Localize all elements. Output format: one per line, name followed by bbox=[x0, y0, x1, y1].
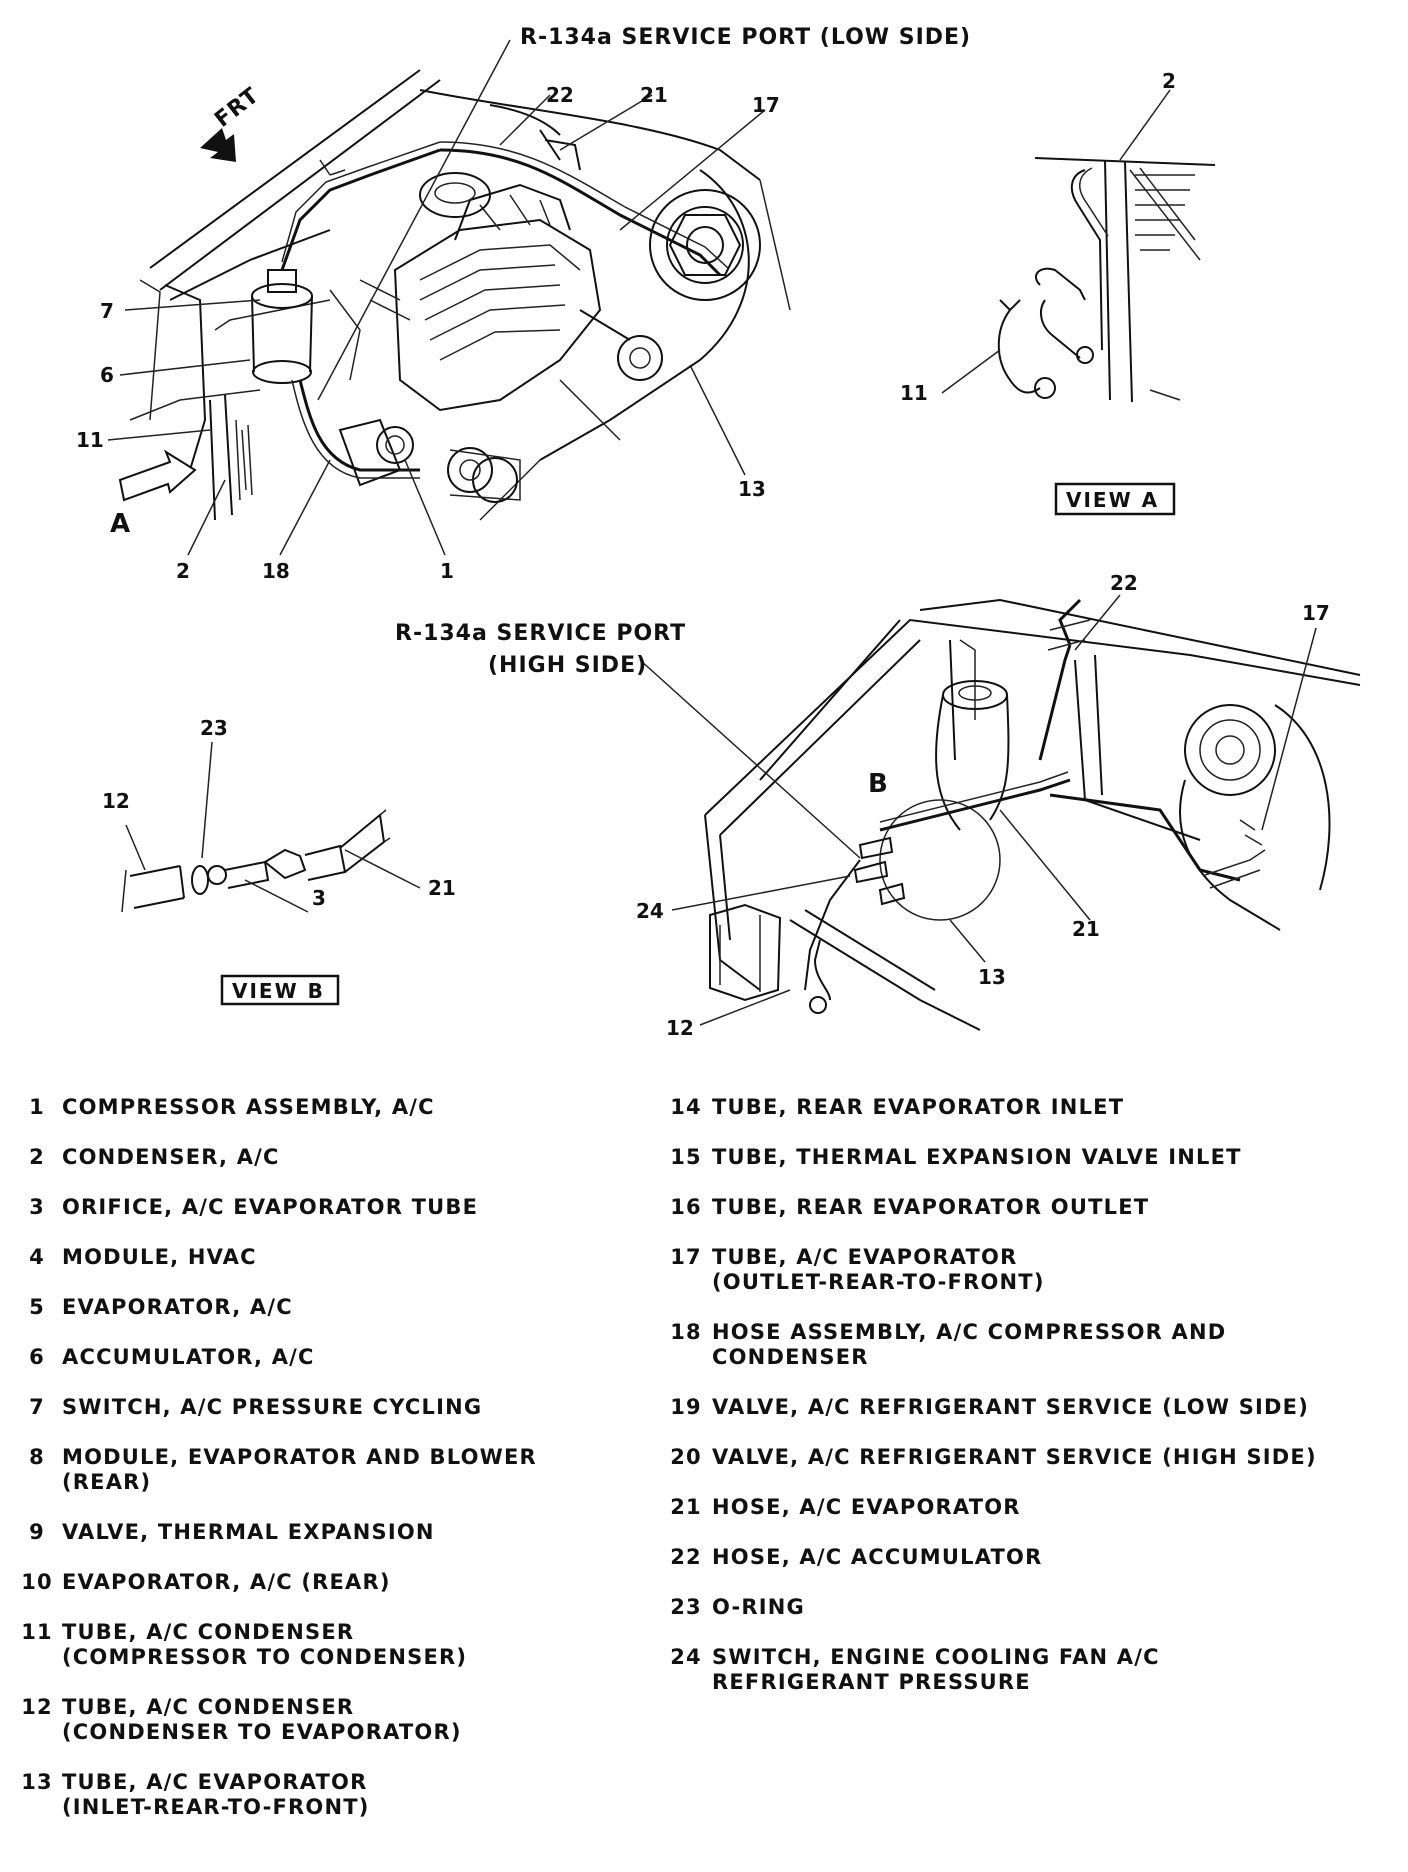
callout-21-high-side: 21 bbox=[1072, 917, 1100, 941]
callout-18-main: 18 bbox=[262, 559, 290, 583]
view-a-label: VIEW A bbox=[1066, 488, 1159, 512]
callout-12-view-b: 12 bbox=[102, 789, 130, 813]
callout-17-main: 17 bbox=[752, 93, 780, 117]
view-b-marker-label: B bbox=[868, 769, 889, 799]
view-a-arrow-label: A bbox=[110, 509, 131, 539]
callout-7-main: 7 bbox=[100, 299, 114, 323]
callout-6-main: 6 bbox=[100, 363, 114, 387]
view-a-illustration bbox=[941, 89, 1216, 403]
callout-22-main: 22 bbox=[546, 83, 574, 107]
service-port-high-side-label-line1: R-134a SERVICE PORT bbox=[395, 621, 686, 646]
callout-1-main: 1 bbox=[440, 559, 454, 583]
callout-11-main: 11 bbox=[76, 428, 104, 452]
callout-21-main: 21 bbox=[640, 83, 668, 107]
engine-compartment-illustration: FRT A bbox=[107, 39, 791, 556]
service-port-low-side-label: R-134a SERVICE PORT (LOW SIDE) bbox=[520, 25, 971, 50]
callout-3-view-b: 3 bbox=[312, 886, 326, 910]
callout-11-view-a: 11 bbox=[900, 381, 928, 405]
view-b-illustration bbox=[121, 741, 421, 913]
component-illustrations: FRT A R-134a SERVICE PORT (LOW SIDE) 22 … bbox=[76, 25, 1361, 1040]
callout-13-main: 13 bbox=[738, 477, 766, 501]
callout-13-high-side: 13 bbox=[978, 965, 1006, 989]
callout-17-high-side: 17 bbox=[1302, 601, 1330, 625]
callout-2-view-a: 2 bbox=[1162, 69, 1176, 93]
callout-21-view-b: 21 bbox=[428, 876, 456, 900]
callout-22-high-side: 22 bbox=[1110, 571, 1138, 595]
callout-2-main: 2 bbox=[176, 559, 190, 583]
front-direction-label: FRT bbox=[210, 83, 264, 133]
callout-24-high-side: 24 bbox=[636, 899, 664, 923]
view-b-label: VIEW B bbox=[232, 979, 325, 1003]
callout-23-view-b: 23 bbox=[200, 716, 228, 740]
high-side-illustration bbox=[639, 594, 1361, 1031]
service-port-high-side-label-line2: (HIGH SIDE) bbox=[488, 653, 647, 678]
callout-12-high-side: 12 bbox=[666, 1016, 694, 1040]
